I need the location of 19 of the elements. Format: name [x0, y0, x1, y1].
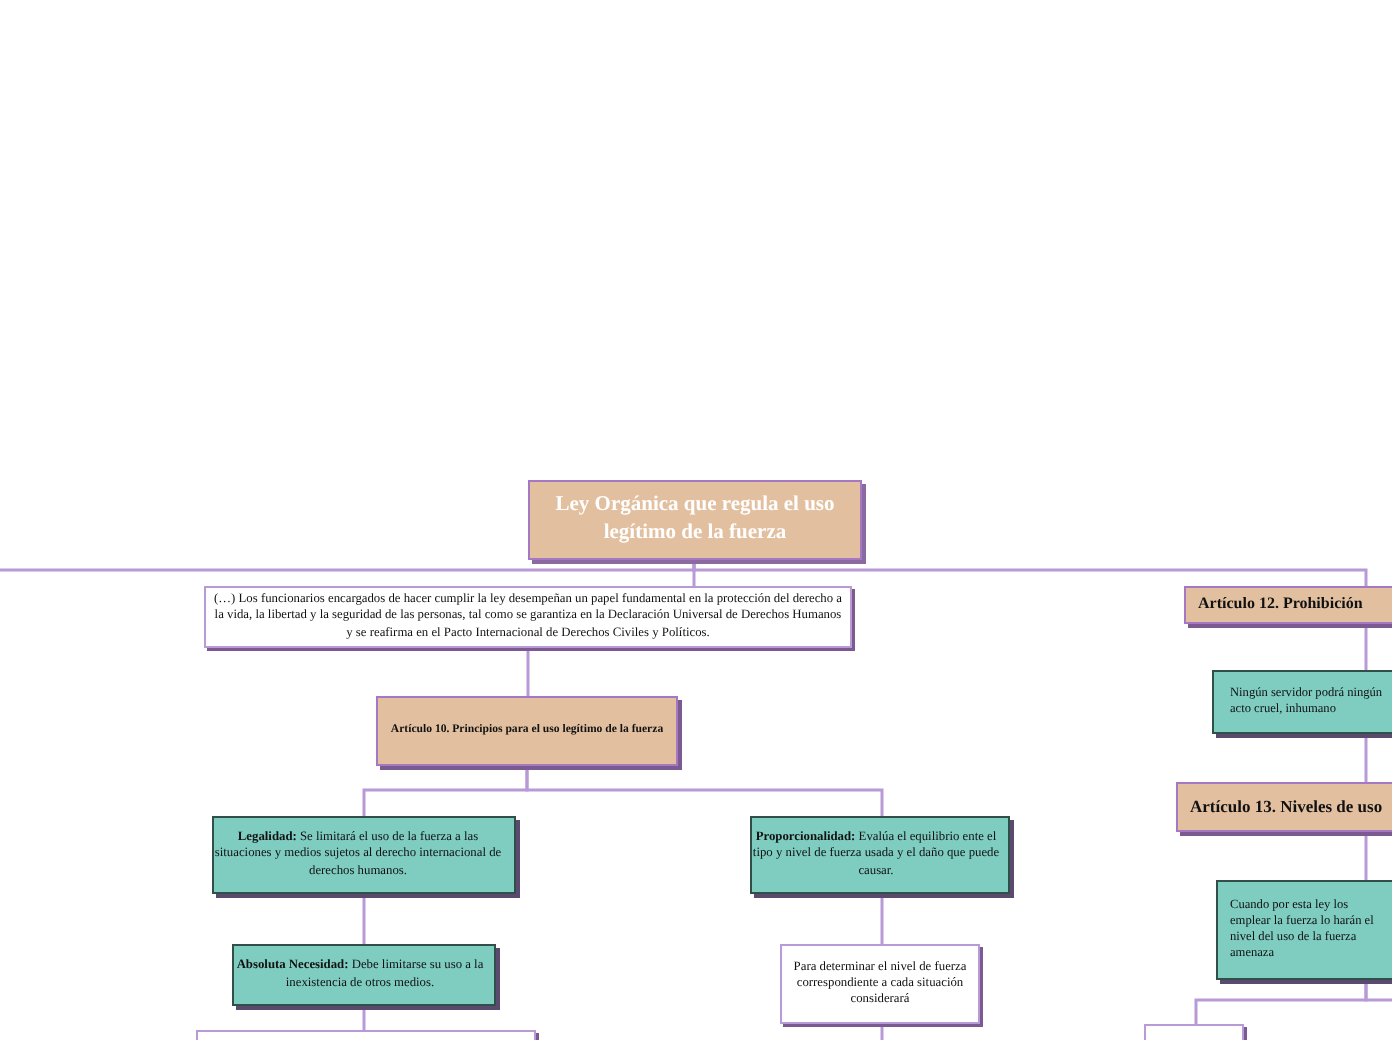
connector-line — [1364, 737, 1368, 782]
connector-line — [362, 897, 366, 944]
node-text: Artículo 13. Niveles de uso — [1188, 795, 1385, 819]
title-text: Ley Orgánica que regula el uso legítimo de la fuerza — [553, 492, 837, 548]
principle-box — [212, 816, 516, 894]
connector-line — [1364, 835, 1368, 880]
connector-line — [880, 897, 884, 944]
connector-line — [1364, 627, 1368, 670]
connector-line — [1364, 983, 1392, 1002]
principle-box — [750, 816, 1010, 894]
article-box — [376, 696, 678, 766]
node-text: Artículo 12. Prohibición — [1196, 594, 1365, 616]
connector-line — [880, 1027, 884, 1040]
connector-line — [526, 651, 530, 696]
title-box — [528, 480, 862, 560]
connector-line — [362, 1009, 366, 1030]
note-box — [780, 944, 980, 1024]
principle-box — [232, 944, 496, 1006]
connector-line — [692, 562, 1368, 586]
